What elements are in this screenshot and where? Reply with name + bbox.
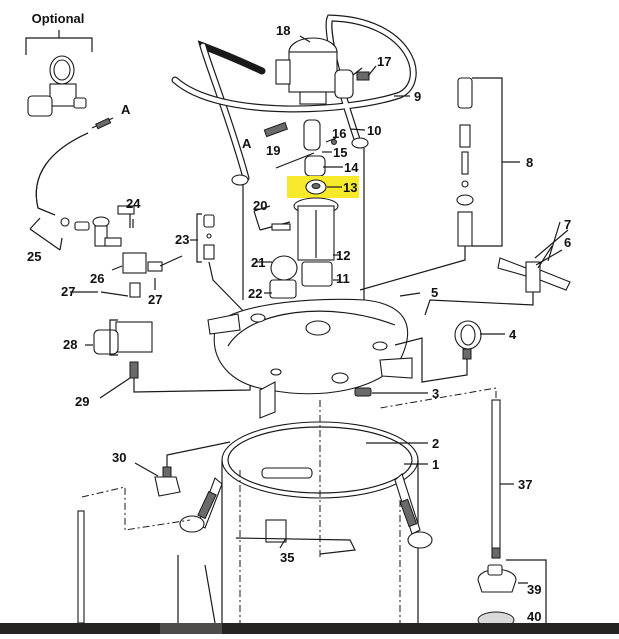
optional-label: Optional — [32, 11, 85, 26]
callout-4: 4 — [509, 327, 517, 342]
scrollbar-thumb[interactable] — [160, 623, 222, 634]
callout-20: 20 — [253, 198, 267, 213]
callout-8: 8 — [526, 155, 533, 170]
item-30-group — [77, 441, 231, 624]
callout-17: 17 — [377, 54, 391, 69]
horizontal-scrollbar[interactable] — [0, 623, 619, 634]
siphon-tube-group — [379, 387, 547, 629]
callout-10: 10 — [367, 123, 381, 138]
callout-35: 35 — [280, 550, 294, 565]
callout-23: 23 — [175, 232, 189, 247]
tank-body-part — [177, 400, 433, 624]
callout-27-left: 27 — [61, 284, 75, 299]
hose-part — [35, 132, 89, 216]
left-fittings-group — [29, 205, 253, 393]
callout-16: 16 — [332, 126, 346, 141]
callout-6: 6 — [564, 235, 571, 250]
central-stack-group — [253, 119, 359, 299]
callout-13: 13 — [343, 180, 357, 195]
callout-11: 11 — [336, 271, 350, 286]
callout-30: 30 — [112, 450, 126, 465]
callout-39: 39 — [527, 582, 541, 597]
callout-1: 1 — [432, 457, 439, 472]
callout-15: 15 — [333, 145, 347, 160]
leader-lines — [70, 35, 561, 549]
callout-37: 37 — [518, 477, 532, 492]
callout-9: 9 — [414, 89, 421, 104]
callout-3: 3 — [432, 386, 439, 401]
tank-lid-part — [207, 298, 413, 419]
callout-18: 18 — [276, 23, 290, 38]
connection-marker-a-mid: A — [242, 136, 252, 151]
callout-labels: 1 2 3 4 5 6 7 8 9 10 11 12 13 14 15 16 1… — [27, 23, 571, 624]
connection-marker-a-top: A — [121, 102, 131, 117]
callout-24: 24 — [126, 196, 141, 211]
callout-5: 5 — [431, 285, 438, 300]
pump-part — [275, 37, 377, 105]
callout-29: 29 — [75, 394, 89, 409]
callout-25: 25 — [27, 249, 41, 264]
optional-regulator-part — [27, 55, 87, 117]
callout-28: 28 — [63, 337, 77, 352]
callout-22: 22 — [248, 286, 262, 301]
callout-2: 2 — [432, 436, 439, 451]
callout-21: 21 — [251, 255, 265, 270]
item-23-group — [196, 213, 253, 321]
callout-14: 14 — [344, 160, 359, 175]
callout-7: 7 — [564, 217, 571, 232]
optional-group: Optional A — [25, 11, 131, 130]
callout-12: 12 — [336, 248, 350, 263]
callout-40: 40 — [527, 609, 541, 624]
callout-27-right: 27 — [148, 292, 162, 307]
callout-26: 26 — [90, 271, 104, 286]
callout-19: 19 — [266, 143, 280, 158]
